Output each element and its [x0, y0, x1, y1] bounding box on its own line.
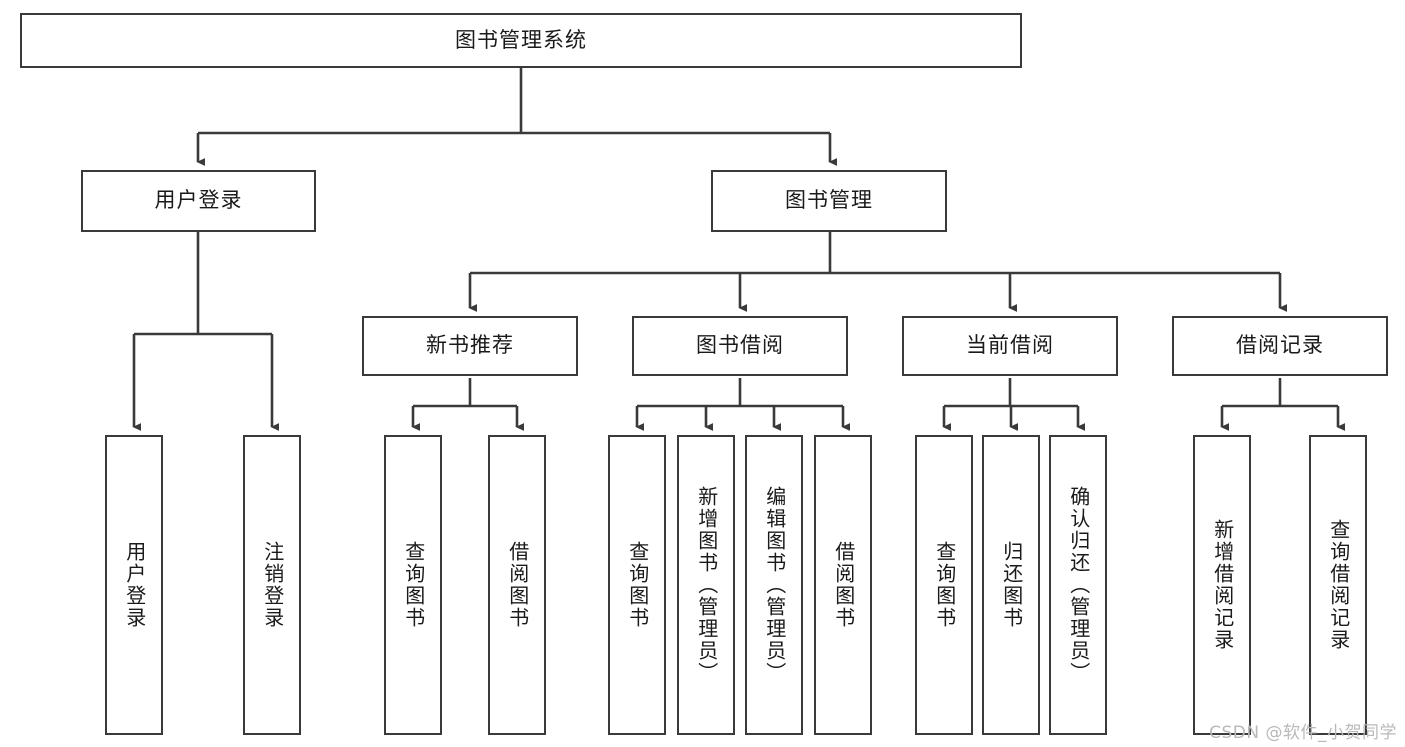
node-label: 新增借阅记录	[1210, 519, 1235, 651]
node-label: 查询图书	[932, 541, 957, 629]
node-label: 新书推荐	[426, 333, 514, 358]
leaf-new-book-query[interactable]: 查询图书	[384, 435, 442, 735]
node-label: 当前借阅	[966, 333, 1054, 358]
node-label: 新增图书（管理员）	[694, 486, 719, 684]
node-label: 编辑图书（管理员）	[762, 486, 787, 684]
leaf-user-login-logout[interactable]: 注销登录	[243, 435, 301, 735]
node-current-borrow[interactable]: 当前借阅	[902, 316, 1118, 376]
leaf-borrow-record-add[interactable]: 新增借阅记录	[1193, 435, 1251, 735]
leaf-book-borrow-edit[interactable]: 编辑图书（管理员）	[745, 435, 803, 735]
leaf-book-borrow-add[interactable]: 新增图书（管理员）	[677, 435, 735, 735]
node-new-book-recommend[interactable]: 新书推荐	[362, 316, 578, 376]
node-label: 借阅图书	[831, 541, 856, 629]
node-label: 图书借阅	[696, 333, 784, 358]
leaf-borrow-record-query[interactable]: 查询借阅记录	[1309, 435, 1367, 735]
node-borrow-record[interactable]: 借阅记录	[1172, 316, 1388, 376]
node-label: 用户登录	[154, 188, 243, 213]
node-label: 查询图书	[401, 541, 426, 629]
node-root-system[interactable]: 图书管理系统	[20, 13, 1022, 68]
node-book-borrow[interactable]: 图书借阅	[632, 316, 848, 376]
node-label: 注销登录	[260, 541, 285, 629]
node-label: 借阅图书	[505, 541, 530, 629]
leaf-user-login-login[interactable]: 用户登录	[105, 435, 163, 735]
node-label: 查询借阅记录	[1326, 519, 1351, 651]
node-label: 确认归还（管理员）	[1066, 486, 1091, 684]
leaf-current-borrow-return[interactable]: 归还图书	[982, 435, 1040, 735]
node-label: 图书管理系统	[455, 27, 587, 52]
node-label: 查询图书	[625, 541, 650, 629]
leaf-current-borrow-confirm-return[interactable]: 确认归还（管理员）	[1049, 435, 1107, 735]
node-user-login[interactable]: 用户登录	[81, 170, 316, 232]
node-label: 图书管理	[785, 188, 873, 213]
node-label: 借阅记录	[1236, 333, 1324, 358]
leaf-current-borrow-query[interactable]: 查询图书	[915, 435, 973, 735]
leaf-book-borrow-query[interactable]: 查询图书	[608, 435, 666, 735]
watermark: CSDN @软件_小贺同学	[1209, 723, 1397, 743]
node-book-management[interactable]: 图书管理	[711, 170, 947, 232]
leaf-new-book-borrow[interactable]: 借阅图书	[488, 435, 546, 735]
node-label: 用户登录	[122, 541, 147, 629]
leaf-book-borrow-borrow[interactable]: 借阅图书	[814, 435, 872, 735]
node-label: 归还图书	[999, 541, 1024, 629]
